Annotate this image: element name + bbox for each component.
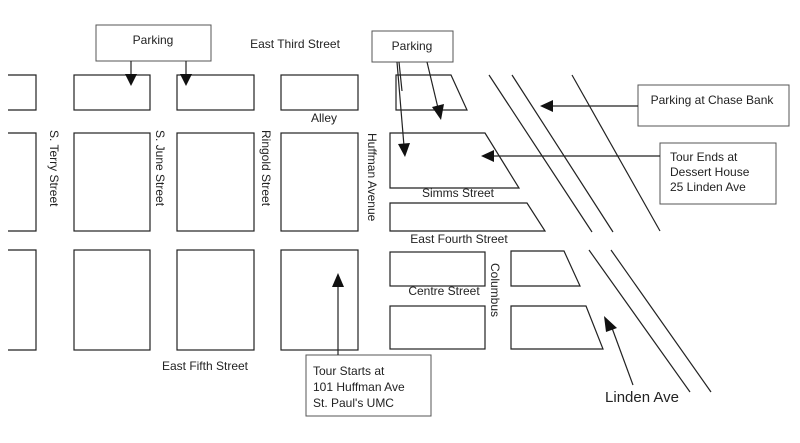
callout-tour-ends-line2: Dessert House xyxy=(670,165,750,179)
block-huffman-north xyxy=(280,74,359,111)
label-alley: Alley xyxy=(311,111,337,125)
block-huffman-south xyxy=(280,249,359,351)
callout-parking-left xyxy=(95,24,212,62)
arrowhead-parking-left-2 xyxy=(180,74,192,86)
label-s-terry-street: S. Terry Street xyxy=(47,130,61,207)
block-huffman-middle xyxy=(280,132,359,232)
arrow-parking-right-2 xyxy=(426,61,439,109)
label-ringold-street: Ringold Street xyxy=(259,130,273,207)
diagonal-road-3 xyxy=(571,74,661,232)
label-east-fourth-street: East Fourth Street xyxy=(410,232,508,246)
block-june-north xyxy=(73,74,151,111)
callout-parking-right xyxy=(371,30,454,63)
callout-tour-ends-line1: Tour Ends at xyxy=(670,150,738,164)
callout-tour-starts-line3: St. Paul's UMC xyxy=(313,396,394,410)
label-east-third-street: East Third Street xyxy=(250,37,340,51)
diagonal-road-2 xyxy=(511,74,614,233)
arrowhead-parking-chase xyxy=(540,100,553,112)
block-terry-north xyxy=(8,74,37,111)
callout-parking-chase-text: Parking at Chase Bank xyxy=(651,93,775,107)
label-simms-street: Simms Street xyxy=(422,186,495,200)
arrowhead-tour-starts xyxy=(332,273,344,287)
arrow-parking-right-1 xyxy=(396,61,405,147)
callout-tour-ends xyxy=(659,142,777,205)
arrow-linden-ave xyxy=(611,327,634,386)
block-dessert-house xyxy=(389,132,521,189)
block-terry-middle xyxy=(8,132,37,232)
callout-tour-ends-line3: 25 Linden Ave xyxy=(670,180,746,194)
label-columbus: Columbus xyxy=(488,263,502,317)
block-ringold-south xyxy=(176,249,255,351)
callout-tour-starts xyxy=(305,354,432,417)
arrowhead-tour-ends xyxy=(481,150,494,162)
callout-parking-chase xyxy=(637,84,790,127)
diagonal-road-1 xyxy=(488,74,593,233)
block-simms-fourth xyxy=(389,202,547,232)
block-june-south xyxy=(73,249,151,351)
label-huffman-avenue: Huffman Avenue xyxy=(365,133,379,222)
arrowhead-parking-right-2 xyxy=(432,104,444,120)
linden-ave-west-edge xyxy=(588,249,691,393)
arrowhead-linden-ave xyxy=(604,316,617,332)
block-columbus-north xyxy=(510,250,581,287)
label-s-june-street: S. June Street xyxy=(153,130,167,207)
block-ringold-north xyxy=(176,74,255,111)
block-centre-north xyxy=(389,251,486,287)
callout-parking-right-text: Parking xyxy=(392,39,433,53)
linden-ave-east-edge xyxy=(610,249,712,393)
label-linden-ave: Linden Ave xyxy=(605,389,679,406)
block-june-middle xyxy=(73,132,151,232)
block-columbus-south xyxy=(510,305,604,350)
callout-tour-starts-line1: Tour Starts at xyxy=(313,364,385,378)
block-centre-south xyxy=(389,305,486,350)
label-centre-street: Centre Street xyxy=(408,284,480,298)
arrowhead-parking-left-1 xyxy=(125,74,137,86)
callout-tour-starts-line2: 101 Huffman Ave xyxy=(313,380,405,394)
arrowhead-parking-right-1 xyxy=(398,143,410,157)
block-east-of-huffman-north xyxy=(395,74,468,111)
block-ringold-middle xyxy=(176,132,255,232)
callout-parking-left-text: Parking xyxy=(133,33,174,47)
label-east-fifth-street: East Fifth Street xyxy=(162,359,249,373)
block-terry-south xyxy=(8,249,37,351)
arrow-parking-right-3 xyxy=(398,61,403,92)
